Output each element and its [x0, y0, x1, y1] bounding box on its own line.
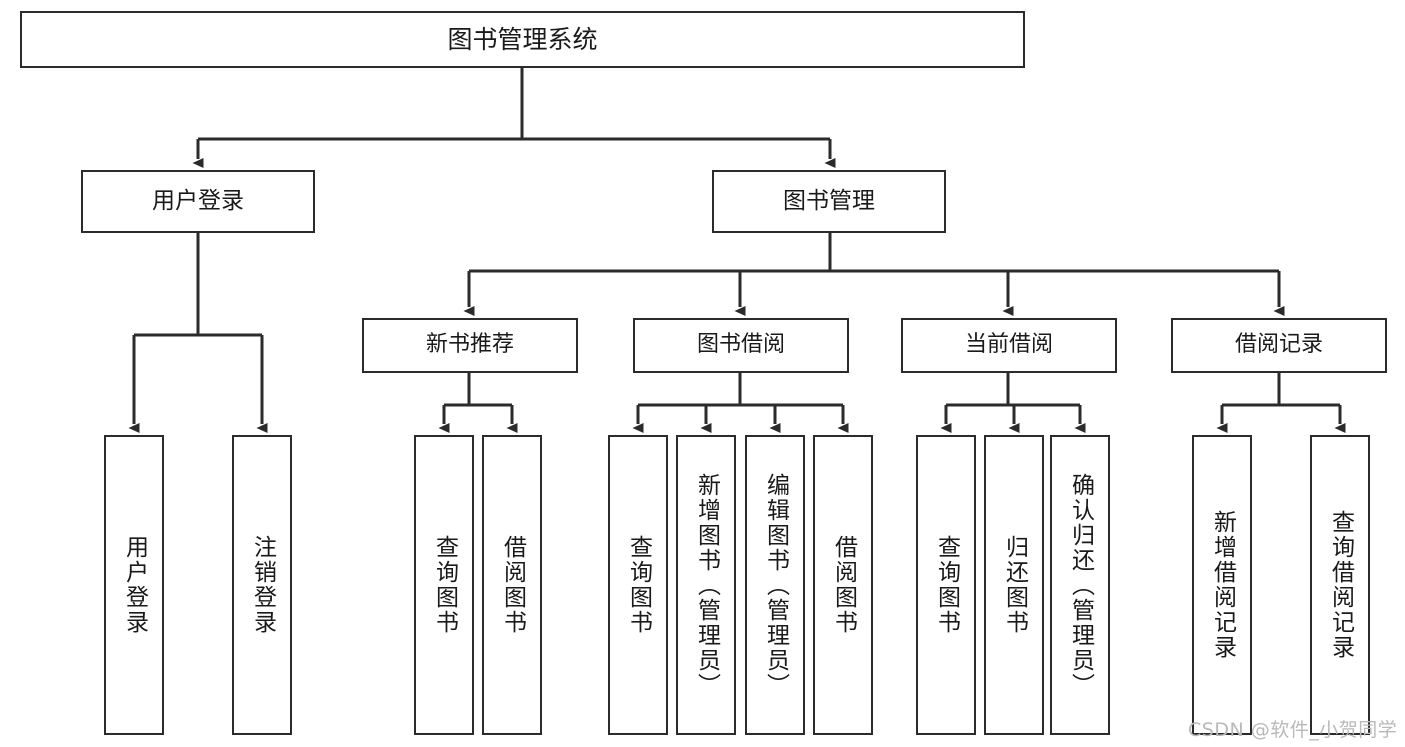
node-leaf-borrow-book-1-label: 借阅图书	[499, 535, 526, 635]
node-root-system[interactable]: 图书管理系统	[20, 11, 1025, 68]
node-current-borrow[interactable]: 当前借阅	[901, 318, 1117, 373]
node-leaf-borrow-book-2-label: 借阅图书	[830, 535, 857, 635]
node-leaf-query-book-1-label: 查询图书	[431, 535, 458, 635]
node-book-borrow-label: 图书借阅	[696, 332, 785, 358]
node-new-book-recommend-label: 新书推荐	[425, 332, 514, 358]
csdn-watermark: CSDN @软件_小贺同学	[1188, 719, 1398, 741]
node-new-book-recommend[interactable]: 新书推荐	[362, 318, 578, 373]
node-leaf-add-record-label: 新增借阅记录	[1209, 510, 1236, 660]
node-leaf-query-book-3-label: 查询图书	[933, 535, 960, 635]
node-book-management-label: 图书管理	[783, 187, 875, 214]
node-leaf-add-book[interactable]: 新增图书（管理员）	[676, 435, 736, 735]
node-user-login-label: 用户登录	[152, 187, 244, 214]
node-leaf-return-book[interactable]: 归还图书	[984, 435, 1044, 735]
node-user-login[interactable]: 用户登录	[81, 170, 315, 233]
node-leaf-borrow-book-1[interactable]: 借阅图书	[482, 435, 542, 735]
node-leaf-logout-login[interactable]: 注销登录	[232, 435, 292, 735]
node-leaf-query-book-1[interactable]: 查询图书	[414, 435, 474, 735]
node-leaf-query-book-2-label: 查询图书	[625, 535, 652, 635]
node-leaf-confirm-return[interactable]: 确认归还（管理员）	[1050, 435, 1110, 735]
node-leaf-confirm-return-label: 确认归还（管理员）	[1067, 472, 1094, 698]
node-book-borrow[interactable]: 图书借阅	[633, 318, 849, 373]
node-leaf-query-record-label: 查询借阅记录	[1327, 510, 1354, 660]
node-leaf-edit-book[interactable]: 编辑图书（管理员）	[745, 435, 805, 735]
node-book-management[interactable]: 图书管理	[712, 170, 946, 233]
node-leaf-add-record[interactable]: 新增借阅记录	[1192, 435, 1252, 735]
node-leaf-add-book-label: 新增图书（管理员）	[693, 472, 720, 698]
node-leaf-query-book-2[interactable]: 查询图书	[608, 435, 668, 735]
node-leaf-user-login[interactable]: 用户登录	[104, 435, 164, 735]
node-current-borrow-label: 当前借阅	[964, 332, 1053, 358]
node-leaf-return-book-label: 归还图书	[1001, 535, 1028, 635]
node-leaf-logout-login-label: 注销登录	[249, 535, 276, 635]
node-leaf-query-book-3[interactable]: 查询图书	[916, 435, 976, 735]
node-borrow-record-label: 借阅记录	[1234, 332, 1323, 358]
node-leaf-edit-book-label: 编辑图书（管理员）	[762, 472, 789, 698]
node-leaf-borrow-book-2[interactable]: 借阅图书	[813, 435, 873, 735]
node-root-system-label: 图书管理系统	[447, 24, 598, 54]
node-borrow-record[interactable]: 借阅记录	[1171, 318, 1387, 373]
node-leaf-query-record[interactable]: 查询借阅记录	[1310, 435, 1370, 735]
node-leaf-user-login-label: 用户登录	[121, 535, 148, 635]
